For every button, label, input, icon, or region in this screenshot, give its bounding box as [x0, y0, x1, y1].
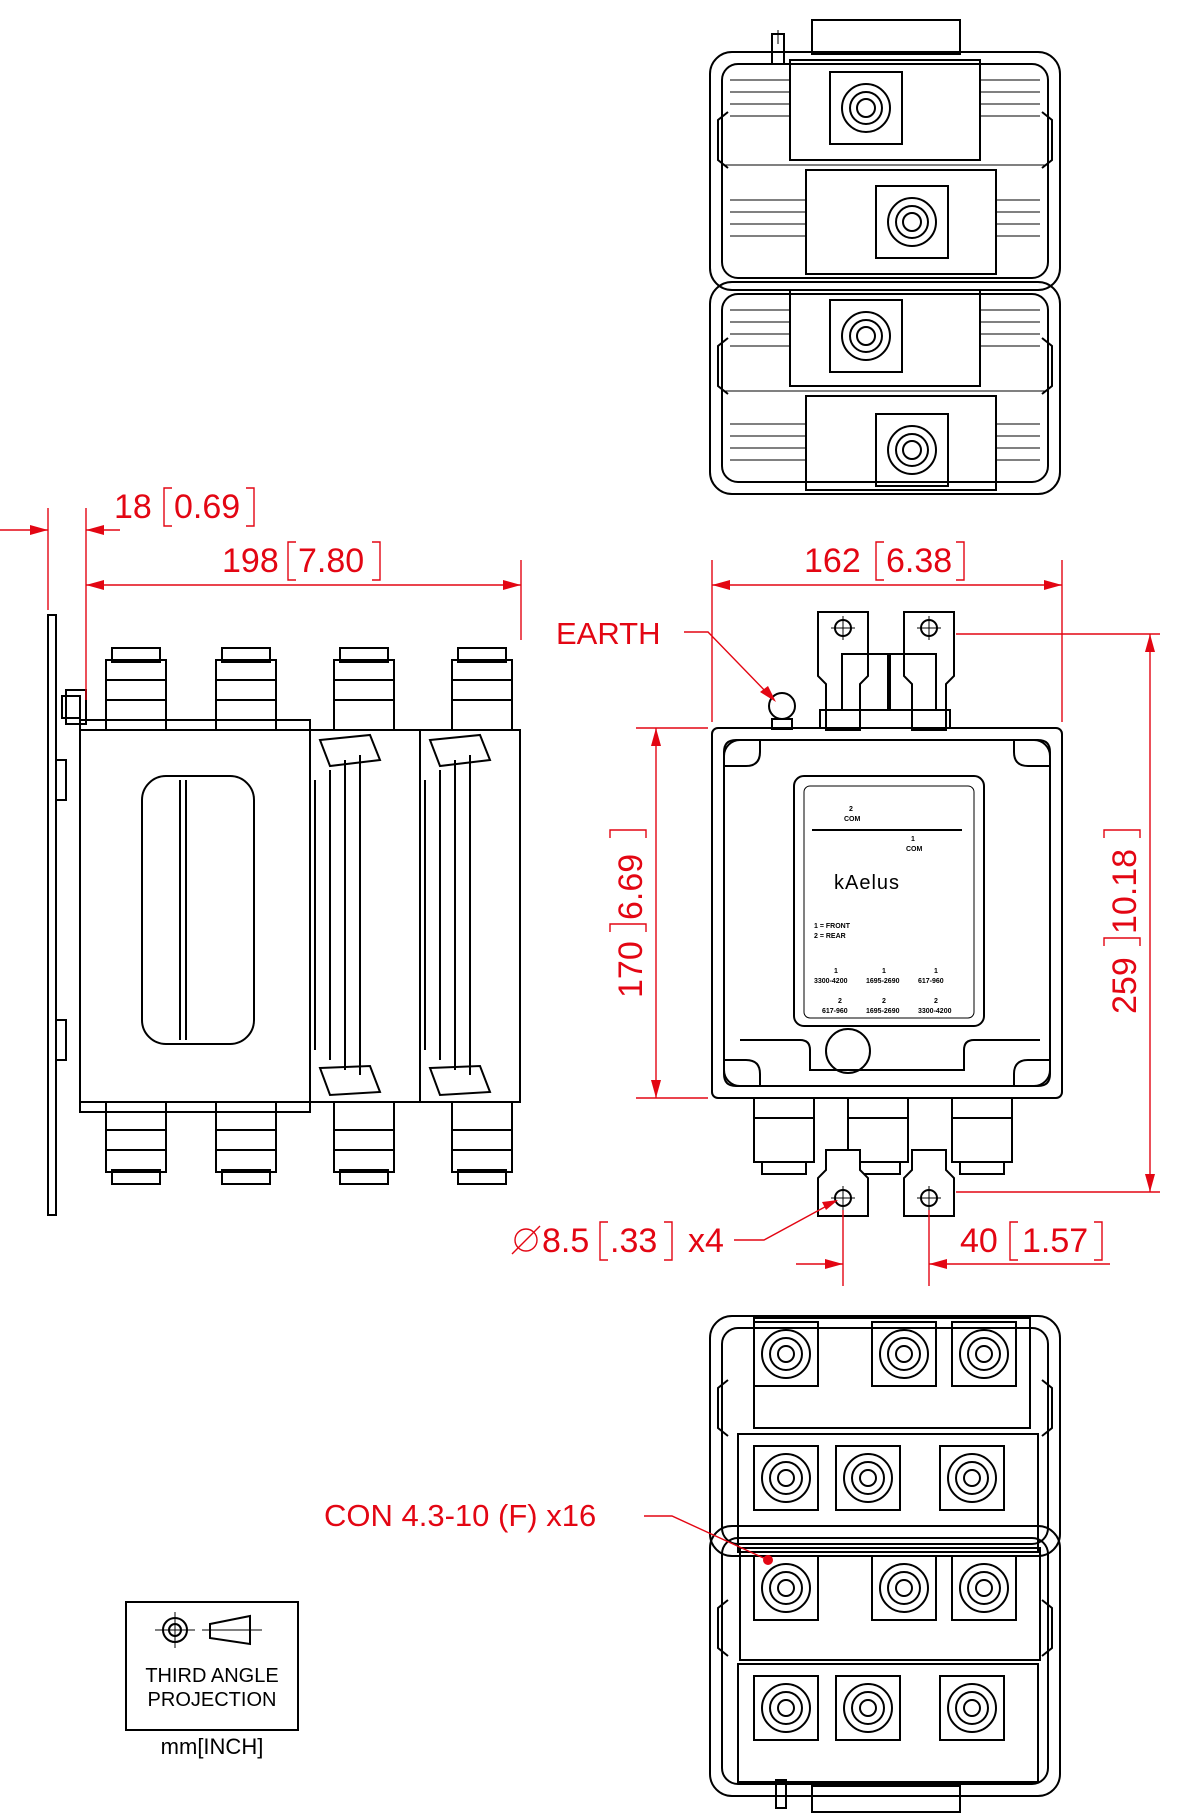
dim-flange-in: 0.69: [174, 488, 240, 526]
mount-hole-bottom-left: [831, 1186, 855, 1210]
band-2c-freq: 3300-4200: [918, 1008, 952, 1015]
band-2b-num: 2: [882, 998, 886, 1005]
dim-hole-spacing: 40 1.57: [796, 1210, 1110, 1286]
dim-body-height-in: 6.69: [612, 854, 650, 920]
mount-hole-top-left: [831, 616, 855, 640]
dim-overall-height: 259 10.18: [956, 633, 1160, 1193]
band-1a-num: 1: [834, 968, 838, 975]
port1-com: COM: [906, 846, 923, 853]
dim-overall-height-mm: 259: [1106, 957, 1144, 1014]
port1-number: 1: [911, 836, 915, 843]
bottom-view: [709, 1315, 1061, 1813]
mount-hole-top-right: [917, 616, 941, 640]
band-1c-num: 1: [934, 968, 938, 975]
dim-width-in: 6.38: [886, 542, 952, 580]
dim-depth: 198 7.80: [86, 541, 522, 640]
connector-callout: CON 4.3-10 (F) x16: [324, 1498, 773, 1565]
side-view: [47, 614, 521, 1216]
dim-flange: 18 0.69: [0, 487, 255, 700]
top-view: [709, 19, 1061, 495]
dim-hole-mm: 8.5: [542, 1222, 589, 1260]
band-1a-freq: 3300-4200: [814, 978, 848, 985]
port2-number: 2: [849, 806, 853, 813]
dim-overall-height-in: 10.18: [1106, 849, 1144, 934]
bottom-unit-1: [709, 1315, 1061, 1557]
band-2b-freq: 1695-2690: [866, 1008, 900, 1015]
dim-hole-spacing-mm: 40: [960, 1222, 998, 1260]
front-view: 2 COM 1 COM kAelus 1 = FRONT 2 = REAR 1 …: [711, 611, 1063, 1217]
mount-hole-bottom-right: [917, 1186, 941, 1210]
dim-hole-in: .33: [610, 1222, 657, 1260]
projection-symbol: THIRD ANGLE PROJECTION mm[INCH]: [125, 1601, 299, 1759]
projection-line-2: PROJECTION: [148, 1689, 277, 1711]
dim-body-height: 170 6.69: [609, 727, 708, 1099]
top-unit-2: [709, 281, 1061, 495]
side-connectors-top: [105, 647, 513, 731]
legend-front: 1 = FRONT: [814, 923, 851, 930]
band-2c-num: 2: [934, 998, 938, 1005]
bottom-unit-2: [709, 1525, 1061, 1797]
earth-callout: EARTH: [556, 616, 776, 702]
band-1b-num: 1: [882, 968, 886, 975]
earth-label: EARTH: [556, 616, 661, 651]
port2-com: COM: [844, 816, 861, 823]
projection-line-1: THIRD ANGLE: [145, 1665, 278, 1687]
dim-flange-mm: 18: [114, 488, 152, 526]
dim-width: 162 6.38: [711, 541, 1063, 722]
legend-rear: 2 = REAR: [814, 933, 846, 940]
dim-body-height-mm: 170: [612, 941, 650, 998]
band-1c-freq: 617-960: [918, 978, 944, 985]
dim-hole-spacing-in: 1.57: [1022, 1222, 1088, 1260]
dim-width-mm: 162: [804, 542, 861, 580]
band-1b-freq: 1695-2690: [866, 978, 900, 985]
dim-depth-in: 7.80: [298, 542, 364, 580]
hole-callout: 8.5 .33 x4: [511, 1200, 838, 1261]
band-2a-num: 2: [838, 998, 842, 1005]
band-2a-freq: 617-960: [822, 1008, 848, 1015]
brand-logo: kAelus: [834, 872, 900, 894]
units-label: mm[INCH]: [161, 1734, 264, 1759]
dim-hole-count: x4: [688, 1222, 724, 1260]
side-connectors-bottom: [105, 1101, 513, 1185]
connector-label: CON 4.3-10 (F) x16: [324, 1498, 596, 1533]
dim-depth-mm: 198: [222, 542, 279, 580]
bottom-connectors: [753, 1321, 1017, 1741]
top-unit-1: [709, 51, 1061, 291]
